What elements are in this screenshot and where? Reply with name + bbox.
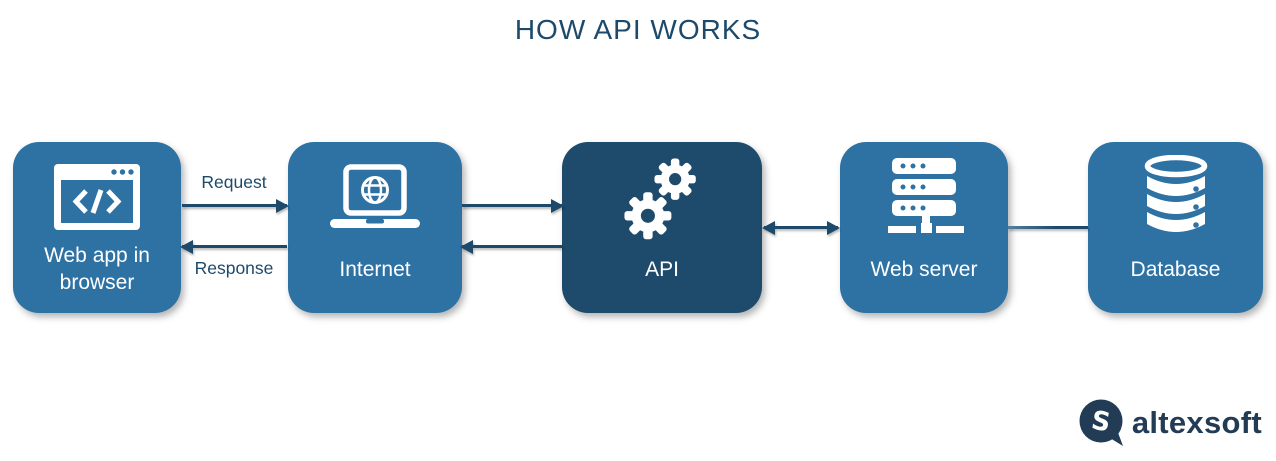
arrowhead-right-icon [827,220,840,235]
node-label: API [645,257,679,281]
node-web-server: Web server [840,142,1008,313]
node-label: Internet [339,257,411,281]
altexsoft-logo-mark-icon: S [1079,399,1123,446]
response-label: Response [194,258,274,278]
altexsoft-logo-text: altexsoft [1131,404,1262,440]
node-api: API [562,142,762,313]
arrowhead-left-icon [180,239,193,254]
response-arrow [180,239,287,254]
node-label: Web server [870,257,978,281]
webserver-database-line [1008,226,1088,229]
node-database: Database [1088,142,1263,313]
request-arrow [182,198,289,213]
altexsoft-logo: S altexsoft [1078,399,1262,447]
node-web-app-in-browser: Web app in browser [13,142,181,313]
svg-text:S: S [1089,406,1113,439]
arrowhead-right-icon [276,198,289,213]
api-to-internet-arrow [460,239,562,254]
arrowhead-left-icon [460,239,473,254]
browser-code-icon [54,158,140,236]
request-label: Request [201,172,267,192]
database-cylinder-icon [1144,155,1208,236]
node-label: Web app in browser [44,244,150,294]
node-internet: Internet [288,142,462,313]
arrowhead-left-icon [762,220,775,235]
internet-to-api-arrow [462,198,564,213]
gears-icon [615,158,709,240]
laptop-globe-icon [330,158,420,236]
page-title: HOW API WORKS [514,14,762,45]
node-label: Database [1130,257,1221,281]
arrowhead-right-icon [551,198,564,213]
api-webserver-double-arrow [762,220,840,235]
server-rack-icon [880,158,968,236]
